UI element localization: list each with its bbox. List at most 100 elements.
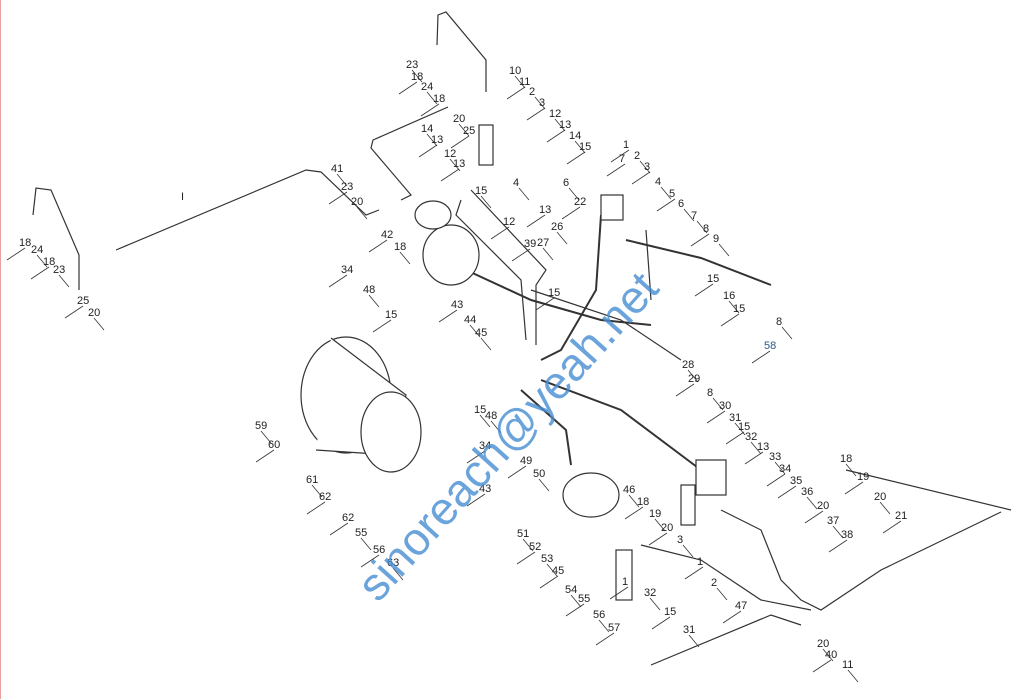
leader-line (812, 659, 832, 673)
leader-line (882, 520, 902, 534)
callout-label: 11 (519, 76, 530, 88)
callout-label: 31 (683, 624, 695, 636)
leader-line (418, 144, 438, 158)
leader-line (734, 422, 746, 436)
leader-line (356, 206, 368, 220)
callout-label: 19 (649, 508, 661, 520)
callout-label: 10 (509, 65, 521, 77)
leader-line (598, 619, 610, 633)
callout-label: 34 (479, 440, 491, 452)
leader-line (30, 266, 50, 280)
leader-line (466, 493, 486, 507)
callout-label: 20 (661, 522, 673, 534)
leader-line (6, 247, 26, 261)
callout-label: 18 (411, 71, 423, 83)
callout-label: 20 (88, 307, 100, 319)
leader-line (466, 450, 486, 464)
leader-line (696, 220, 708, 234)
callout-label: 37 (827, 515, 839, 527)
pipe-28 (530, 289, 682, 361)
callout-label: 40 (825, 649, 837, 661)
hose-49 (520, 389, 572, 466)
callout-label: 18 (19, 237, 31, 249)
callout-label: 55 (578, 593, 590, 605)
callout-label: 29 (688, 373, 700, 385)
callout-label: 20 (817, 638, 829, 650)
leader-line (260, 430, 272, 444)
leader-line (522, 538, 534, 552)
callout-label: 19 (857, 471, 869, 483)
callout-label: 15 (579, 141, 591, 153)
callout-label: 1 (622, 576, 628, 588)
callout-label: 63 (387, 557, 399, 569)
callout-label: 8 (703, 223, 709, 235)
callout-label: 11 (842, 659, 853, 671)
leader-line (649, 597, 661, 611)
callout-label: 34 (779, 463, 791, 475)
leader-line (546, 563, 558, 577)
hose-9 (625, 239, 772, 286)
leader-line (687, 369, 699, 383)
leader-line (832, 525, 844, 539)
callout-label: 13 (431, 134, 443, 146)
leader-line (514, 75, 526, 89)
callout-label: 62 (342, 512, 354, 524)
callout-label: 48 (363, 284, 375, 296)
leader-line (546, 129, 566, 143)
leader-line (879, 501, 891, 515)
callout-label: 12 (444, 148, 456, 160)
leader-line (426, 91, 438, 105)
callout-label: 60 (268, 439, 280, 451)
callout-label: 20 (817, 500, 829, 512)
callout-label: 2 (711, 577, 717, 589)
pipe-39 (455, 199, 527, 341)
callout-label: 15 (385, 309, 397, 321)
callout-label: 47 (735, 600, 747, 612)
valve-33 (695, 459, 727, 496)
leader-line (675, 383, 695, 397)
leader-line (720, 313, 740, 327)
callout-label: 1 (697, 556, 703, 568)
callout-label: 12 (549, 108, 561, 120)
leader-line (58, 274, 70, 288)
callout-labels: 2318241820251011231213141514131213151241… (6, 59, 907, 683)
callout-label: 13 (453, 158, 465, 170)
callout-label: 2 (634, 150, 640, 162)
callout-label: 35 (790, 475, 802, 487)
callout-label: 55 (355, 527, 367, 539)
leader-line (781, 326, 793, 340)
leader-line (328, 274, 348, 288)
callout-label: 45 (552, 565, 564, 577)
leader-line (490, 226, 510, 240)
callout-label: 6 (563, 177, 569, 189)
callout-label: 24 (421, 81, 433, 93)
leader-line (490, 420, 502, 434)
hose-center (540, 214, 602, 361)
callout-label: 34 (341, 264, 353, 276)
leader-line (639, 160, 651, 174)
valve-block-5 (600, 194, 624, 221)
leader-line (712, 397, 724, 411)
callout-label: 7 (619, 153, 625, 165)
tank-59-end (360, 391, 422, 473)
callout-label: 23 (406, 59, 418, 71)
leader-line (255, 449, 275, 463)
callout-label: 49 (520, 455, 532, 467)
callout-label: 1 (623, 139, 629, 151)
leader-line (684, 566, 704, 580)
callout-label: 56 (373, 544, 385, 556)
leader-line (538, 478, 550, 492)
leader-line (847, 669, 859, 683)
bracket-pipe-top (436, 11, 487, 92)
callout-label: 5 (669, 188, 675, 200)
leader-line (728, 300, 740, 314)
leader-line (690, 233, 710, 247)
callout-label: 18 (394, 241, 406, 253)
callout-label: 8 (707, 387, 713, 399)
callout-label: 46 (623, 484, 635, 496)
leader-line (766, 473, 786, 487)
pipe-vertical (645, 229, 652, 301)
callout-label: 48 (485, 410, 497, 422)
leader-line (336, 173, 348, 187)
